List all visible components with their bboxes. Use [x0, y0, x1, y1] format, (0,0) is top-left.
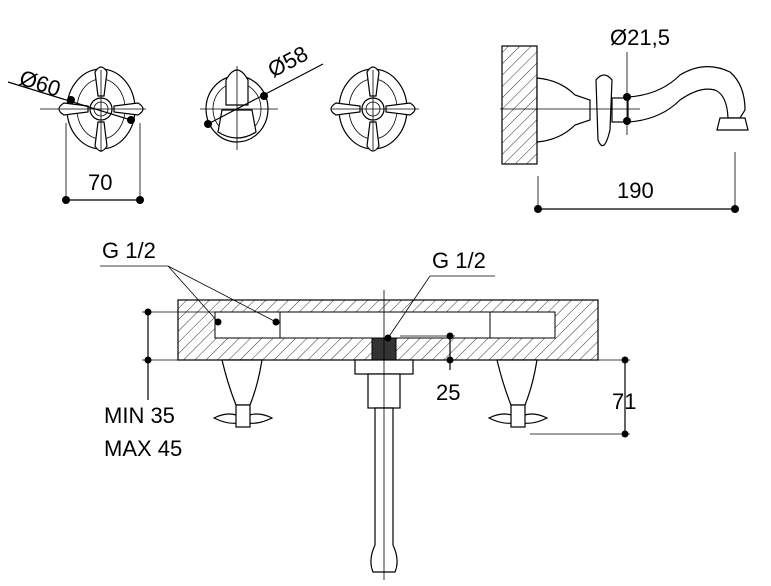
dim-spout-projection: 190	[617, 178, 654, 203]
dim-handle-diameter: Ø60	[16, 65, 63, 102]
front-view-handle-left: Ø60 70	[7, 65, 146, 204]
dim-thread-depth: 25	[436, 380, 460, 405]
label-inlet-right: G 1/2	[432, 248, 486, 273]
side-view-spout: Ø21,5 190	[500, 25, 749, 213]
dim-handle-offset: 71	[612, 389, 636, 414]
installation-section: G 1/2 G 1/2 MIN 35 MAX 45 25 71	[100, 238, 636, 580]
label-inlet-left: G 1/2	[102, 238, 156, 263]
dim-wall-min: MIN 35	[104, 403, 175, 428]
dim-handle-width: 70	[88, 170, 112, 195]
front-view-handle-right	[330, 66, 419, 152]
dim-spout-diameter: Ø21,5	[610, 25, 670, 50]
dim-spout-rosette-diameter: Ø58	[264, 41, 312, 83]
front-view-spout: Ø58	[200, 41, 324, 150]
dim-wall-max: MAX 45	[104, 436, 182, 461]
